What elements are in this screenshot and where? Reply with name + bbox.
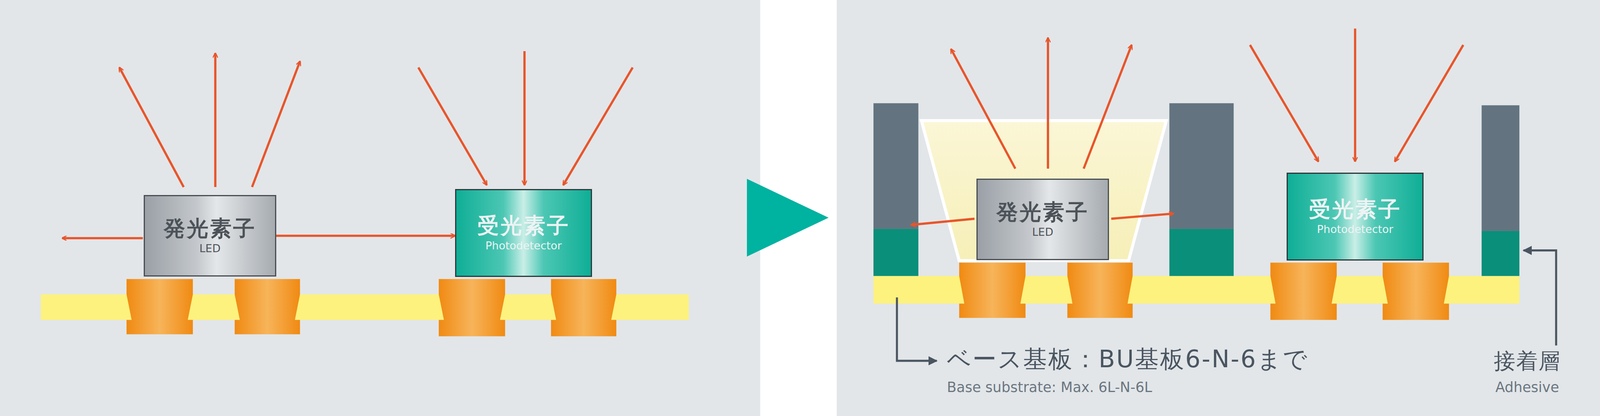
emitter-box: 発光素子LED [143, 194, 277, 277]
node-title: 発光素子 [163, 215, 257, 241]
detector-box: 受光素子Photodetector [455, 188, 593, 277]
light-path [276, 234, 456, 237]
panel [0, 0, 761, 416]
walls [873, 102, 1520, 276]
leader-line [1523, 250, 1557, 346]
reflector [921, 120, 1167, 261]
substrate-label-en: Base substrate: Max. 6L-N-6L [946, 378, 1153, 396]
node-subtitle: Photodetector [485, 238, 562, 253]
node-subtitle: LED [199, 241, 221, 256]
pads [126, 278, 617, 336]
transition-arrow [746, 178, 829, 257]
panel [836, 0, 1600, 416]
node-title: 受光素子 [1308, 196, 1402, 222]
node-title: 発光素子 [996, 199, 1090, 225]
adhesive-label: 接着層 [1493, 348, 1561, 375]
detector-box: 受光素子Photodetector [1286, 172, 1424, 261]
node-subtitle: Photodetector [1316, 221, 1394, 236]
node-title: 受光素子 [477, 213, 571, 238]
adhesive-label-en: Adhesive [1495, 378, 1559, 396]
node-subtitle: LED [1032, 224, 1054, 239]
leader-line [897, 297, 937, 361]
substrate-label: ベース基板：BU基板6-N-6まで [946, 344, 1309, 373]
emitter-box: 発光素子LED [976, 178, 1109, 260]
